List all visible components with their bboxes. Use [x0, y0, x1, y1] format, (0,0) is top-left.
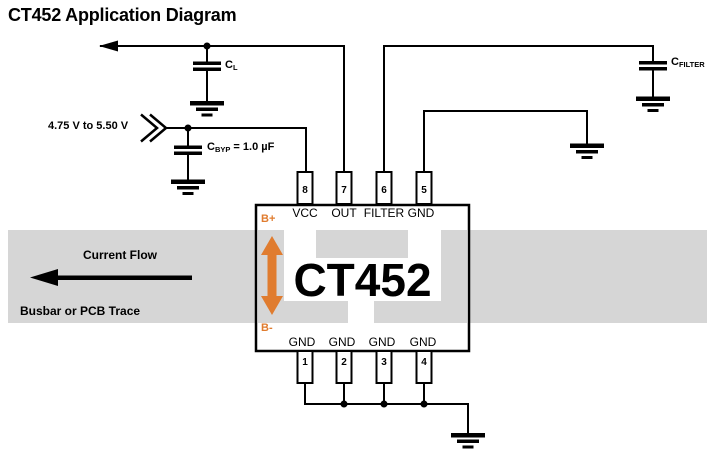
pin-label-gnd4: GND	[409, 335, 437, 349]
supply-connector-icon	[140, 113, 168, 143]
ground-icon-pin5	[570, 143, 604, 159]
page-title: CT452 Application Diagram	[8, 5, 237, 25]
cbyp-name: C	[207, 141, 215, 153]
pin-label-vcc: VCC	[292, 206, 318, 220]
chip-name: CT452	[293, 254, 432, 306]
pin-box-3	[375, 350, 393, 384]
pin-box-7	[335, 171, 353, 205]
pin-box-5	[415, 171, 433, 205]
current-flow-label: Current Flow	[83, 248, 157, 262]
pin-box-6	[375, 171, 393, 205]
busbar-trace-label: Busbar or PCB Trace	[20, 304, 141, 318]
b-plus-label: B+	[261, 213, 276, 225]
cl-name: C	[225, 59, 233, 71]
pin-box-4	[415, 350, 433, 384]
junction-dots	[184, 42, 428, 408]
capacitor-cfilter-label: CFILTER	[671, 56, 705, 69]
pin-box-1	[296, 350, 314, 384]
ground-icon-cbyp	[171, 179, 205, 195]
chip-internal-conductor	[258, 230, 467, 323]
capacitor-cl-label: CL	[225, 59, 238, 72]
current-flow-arrow-icon	[30, 269, 192, 286]
out-arrow-icon	[99, 40, 118, 52]
cl-sub: L	[232, 63, 238, 72]
ground-icon-cl	[190, 101, 224, 117]
pin-boxes	[296, 171, 433, 384]
cbyp-value: = 1.0 µF	[230, 141, 275, 153]
pin-label-filter: FILTER	[363, 206, 405, 220]
sense-direction-arrow-icon	[261, 236, 283, 315]
pin-box-8	[296, 171, 314, 205]
pin-number-8: 8	[302, 185, 308, 196]
supply-voltage-label: 4.75 V to 5.50 V	[48, 120, 129, 132]
pin-number-4: 4	[421, 357, 427, 368]
pin-number-7: 7	[341, 185, 347, 196]
pin-label-gnd2: GND	[328, 335, 356, 349]
pin-number-5: 5	[421, 185, 427, 196]
pin-label-gnd3: GND	[368, 335, 396, 349]
ground-icon-cfilter	[636, 96, 670, 112]
capacitor-icon-cl	[193, 61, 221, 71]
pin-label-out: OUT	[331, 206, 357, 220]
pin-number-2: 2	[341, 357, 347, 368]
pin-number-3: 3	[381, 357, 387, 368]
cbyp-sub: BYP	[214, 145, 231, 154]
ground-icon-bottom	[451, 433, 485, 449]
cfilter-name: C	[671, 56, 679, 68]
cfilter-sub: FILTER	[678, 60, 705, 69]
capacitor-icon-cbyp	[174, 145, 202, 155]
pin-label-gnd1: GND	[288, 335, 316, 349]
pin-label-gnd5: GND	[407, 206, 435, 220]
capacitor-cbyp-label: CBYP = 1.0 µF	[207, 141, 274, 154]
pin-number-6: 6	[381, 185, 387, 196]
pin-box-2	[335, 350, 353, 384]
pin-number-1: 1	[302, 357, 308, 368]
b-minus-label: B-	[261, 322, 273, 334]
capacitor-icon-cfilter	[639, 61, 667, 71]
